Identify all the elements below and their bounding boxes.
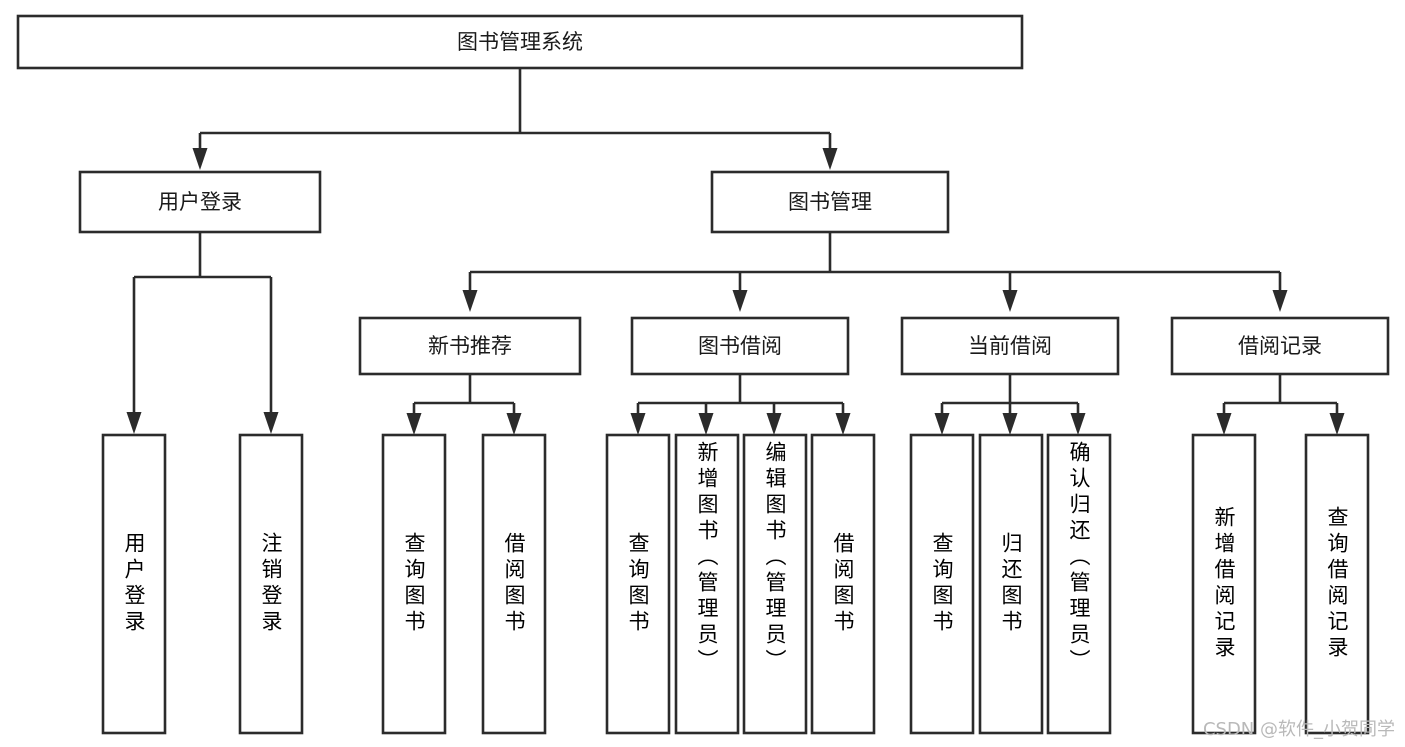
- connector-layer: [126, 68, 1345, 435]
- leaf-add-record-box[interactable]: [1191, 433, 1257, 735]
- node-current-borrow-label: 当前借阅: [968, 334, 1052, 358]
- arrow-head-icon: [698, 413, 714, 435]
- leaf-node[interactable]: 新增图书（管理员）: [674, 433, 740, 735]
- arrow-head-icon: [1329, 413, 1345, 435]
- arrow-head-icon: [462, 290, 478, 312]
- node-book-manage-label: 图书管理: [788, 190, 872, 214]
- leaf-node[interactable]: 借阅图书: [481, 433, 547, 735]
- leaf-node[interactable]: 查询图书: [381, 433, 447, 735]
- arrow-head-icon: [263, 412, 279, 434]
- leaf-edit-book-label: 编辑图书（管理员）: [763, 441, 787, 675]
- node-user-login-box[interactable]: [78, 170, 322, 234]
- leaf-logout-box[interactable]: [238, 433, 304, 735]
- leaf-user-login-box[interactable]: [101, 433, 167, 735]
- leaf-query-book-2-label: 查询图书: [626, 532, 650, 636]
- leaf-node[interactable]: 查询借阅记录: [1304, 433, 1370, 735]
- arrow-head-icon: [766, 413, 782, 435]
- leaf-add-book-box[interactable]: [674, 433, 740, 735]
- leaf-node[interactable]: 归还图书: [978, 433, 1044, 735]
- leaf-node[interactable]: 用户登录: [101, 433, 167, 735]
- arrow-head-icon: [1002, 290, 1018, 312]
- leaf-query-book-2-box[interactable]: [605, 433, 671, 735]
- arrow-head-icon: [506, 413, 522, 435]
- node-book-borrow-label: 图书借阅: [698, 334, 782, 358]
- arrow-head-icon: [406, 413, 422, 435]
- arrow-head-icon: [126, 412, 142, 434]
- leaf-borrow-book-2-box[interactable]: [810, 433, 876, 735]
- leaf-user-login-label: 用户登录: [122, 532, 146, 636]
- leaf-borrow-book-1-label: 借阅图书: [502, 532, 526, 636]
- leaf-node[interactable]: 查询图书: [909, 433, 975, 735]
- node-borrow-record[interactable]: 借阅记录: [1170, 316, 1390, 376]
- node-root-label: 图书管理系统: [457, 30, 583, 54]
- leaf-query-book-3-label: 查询图书: [930, 532, 954, 636]
- leaf-return-book-box[interactable]: [978, 433, 1044, 735]
- arrow-head-icon: [1002, 413, 1018, 435]
- arrow-head-icon: [835, 413, 851, 435]
- node-current-borrow[interactable]: 当前借阅: [900, 316, 1120, 376]
- leaf-edit-book-box[interactable]: [742, 433, 808, 735]
- arrow-head-icon: [732, 290, 748, 312]
- leaf-node[interactable]: 编辑图书（管理员）: [742, 433, 808, 735]
- leaf-query-book-1-label: 查询图书: [402, 532, 426, 636]
- node-user-login[interactable]: 用户登录: [78, 170, 322, 234]
- leaf-add-book-label: 新增图书（管理员）: [695, 441, 719, 675]
- leaf-borrow-book-1-box[interactable]: [481, 433, 547, 735]
- node-new-book-recommend-label: 新书推荐: [428, 334, 512, 358]
- leaf-node[interactable]: 确认归还（管理员）: [1046, 433, 1112, 735]
- leaf-query-record-box[interactable]: [1304, 433, 1370, 735]
- node-user-login-label: 用户登录: [158, 190, 242, 214]
- node-new-book-recommend[interactable]: 新书推荐: [358, 316, 582, 376]
- node-new-book-recommend-box[interactable]: [358, 316, 582, 376]
- leaf-query-book-3-box[interactable]: [909, 433, 975, 735]
- node-borrow-record-box[interactable]: [1170, 316, 1390, 376]
- arrow-head-icon: [192, 148, 208, 170]
- node-book-manage[interactable]: 图书管理: [710, 170, 950, 234]
- arrow-head-icon: [1272, 290, 1288, 312]
- leaf-node[interactable]: 新增借阅记录: [1191, 433, 1257, 735]
- node-borrow-record-label: 借阅记录: [1238, 334, 1322, 358]
- node-root[interactable]: 图书管理系统: [16, 14, 1024, 70]
- leaf-node[interactable]: 查询图书: [605, 433, 671, 735]
- leaf-return-book-label: 归还图书: [999, 532, 1023, 636]
- node-book-borrow-box[interactable]: [630, 316, 850, 376]
- node-book-borrow[interactable]: 图书借阅: [630, 316, 850, 376]
- arrow-head-icon: [822, 148, 838, 170]
- node-root-box[interactable]: [16, 14, 1024, 70]
- arrow-head-icon: [1216, 413, 1232, 435]
- node-current-borrow-box[interactable]: [900, 316, 1120, 376]
- leaf-confirm-return-box[interactable]: [1046, 433, 1112, 735]
- leaf-logout-label: 注销登录: [259, 532, 283, 636]
- leaf-node[interactable]: 借阅图书: [810, 433, 876, 735]
- leaf-query-book-1-box[interactable]: [381, 433, 447, 735]
- leaf-confirm-return-label: 确认归还（管理员）: [1067, 441, 1091, 675]
- node-book-manage-box[interactable]: [710, 170, 950, 234]
- arrow-head-icon: [934, 413, 950, 435]
- leaf-node[interactable]: 注销登录: [238, 433, 304, 735]
- arrow-head-icon: [1070, 413, 1086, 435]
- leaf-query-record-label: 查询借阅记录: [1325, 506, 1349, 662]
- leaf-add-record-label: 新增借阅记录: [1212, 506, 1236, 662]
- arrow-head-icon: [630, 413, 646, 435]
- leaf-borrow-book-2-label: 借阅图书: [831, 532, 855, 636]
